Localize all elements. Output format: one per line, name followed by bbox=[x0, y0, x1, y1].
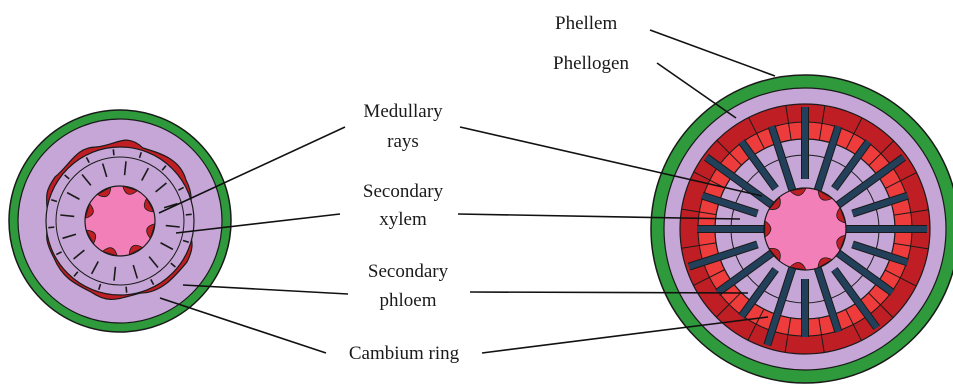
leader-phellogen bbox=[657, 63, 736, 118]
label-secondary-phloem-line1: Secondary bbox=[368, 261, 449, 282]
label-medullary-rays-line2: rays bbox=[387, 131, 419, 152]
label-secondary-xylem-line1: Secondary bbox=[363, 181, 444, 202]
label-phellogen: Phellogen bbox=[553, 53, 629, 74]
young-pith bbox=[85, 186, 155, 256]
young-ray-outer bbox=[48, 227, 54, 228]
leader-phellem bbox=[650, 30, 775, 76]
young-stem-cross-section bbox=[9, 110, 231, 332]
leader-cambium-left bbox=[160, 298, 326, 353]
label-medullary-rays-line1: Medullary bbox=[363, 101, 443, 122]
young-ray-outer bbox=[186, 214, 192, 215]
label-cambium-ring: Cambium ring bbox=[349, 343, 460, 364]
labels: Phellem Phellogen Medullary rays Seconda… bbox=[349, 13, 630, 364]
label-phellem: Phellem bbox=[555, 13, 617, 34]
young-ray-outer bbox=[113, 149, 114, 155]
label-secondary-phloem-line2: phloem bbox=[380, 290, 437, 311]
leader-phloem-right bbox=[470, 292, 748, 293]
mature-stem-cross-section bbox=[651, 75, 953, 383]
young-ray-outer bbox=[126, 287, 127, 293]
label-secondary-xylem-line2: xylem bbox=[379, 209, 427, 230]
